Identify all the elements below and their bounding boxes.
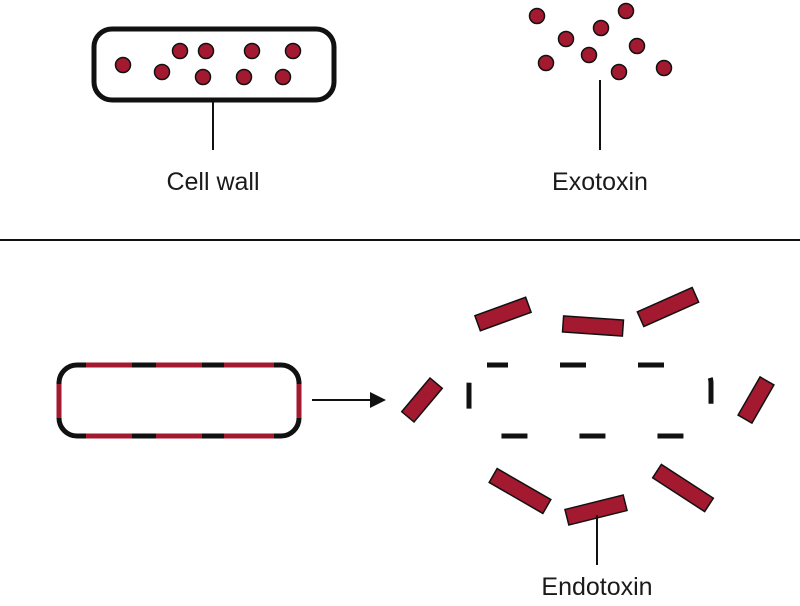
exotoxin-dot [610, 63, 628, 81]
endotoxin-bar [737, 375, 775, 425]
exotoxin-dot [617, 2, 635, 20]
lysed-cell [466, 362, 714, 439]
exotoxin-dot [528, 7, 546, 25]
toxin-dot [194, 68, 212, 86]
exotoxin-dot [628, 37, 646, 55]
endotoxin-bar [400, 376, 444, 424]
endotoxin-cell-outline [56, 362, 302, 439]
cell-wall-outline [91, 26, 337, 103]
endotoxin-bar [636, 286, 700, 328]
toxin-dot [243, 42, 261, 60]
intracellular-toxin-dots [114, 42, 302, 86]
toxin-dot [284, 42, 302, 60]
toxin-dot [153, 63, 171, 81]
toxin-dot [114, 56, 132, 74]
toxin-dot [274, 68, 292, 86]
exotoxin-dot [557, 30, 575, 48]
released-endotoxin-bars [400, 286, 775, 526]
wall-endotoxin-segments [56, 362, 302, 439]
endotoxin-label: Endotoxin [541, 573, 652, 601]
lysis-arrow [312, 392, 386, 408]
exotoxin-dots [528, 2, 673, 81]
endotoxin-bar [651, 463, 715, 513]
exotoxin-dot [537, 54, 555, 72]
toxin-dot [197, 42, 215, 60]
exotoxin-dot [655, 59, 673, 77]
cell-wall-label: Cell wall [166, 168, 259, 196]
endotoxin-bar [473, 296, 533, 332]
toxin-dot [171, 42, 189, 60]
cell-wall-bacterium: Cell wall [91, 26, 337, 196]
lysed-cell-dashed-outline [466, 362, 714, 439]
exotoxin-dot [592, 19, 610, 37]
exotoxin-group: Exotoxin [528, 2, 673, 196]
endotoxin-bar [561, 315, 625, 337]
exotoxin-label: Exotoxin [552, 168, 648, 196]
toxin-dot [235, 68, 253, 86]
endotoxin-bar [488, 467, 552, 515]
exotoxin-dot [580, 46, 598, 64]
endotoxin-bacterium [56, 362, 302, 439]
